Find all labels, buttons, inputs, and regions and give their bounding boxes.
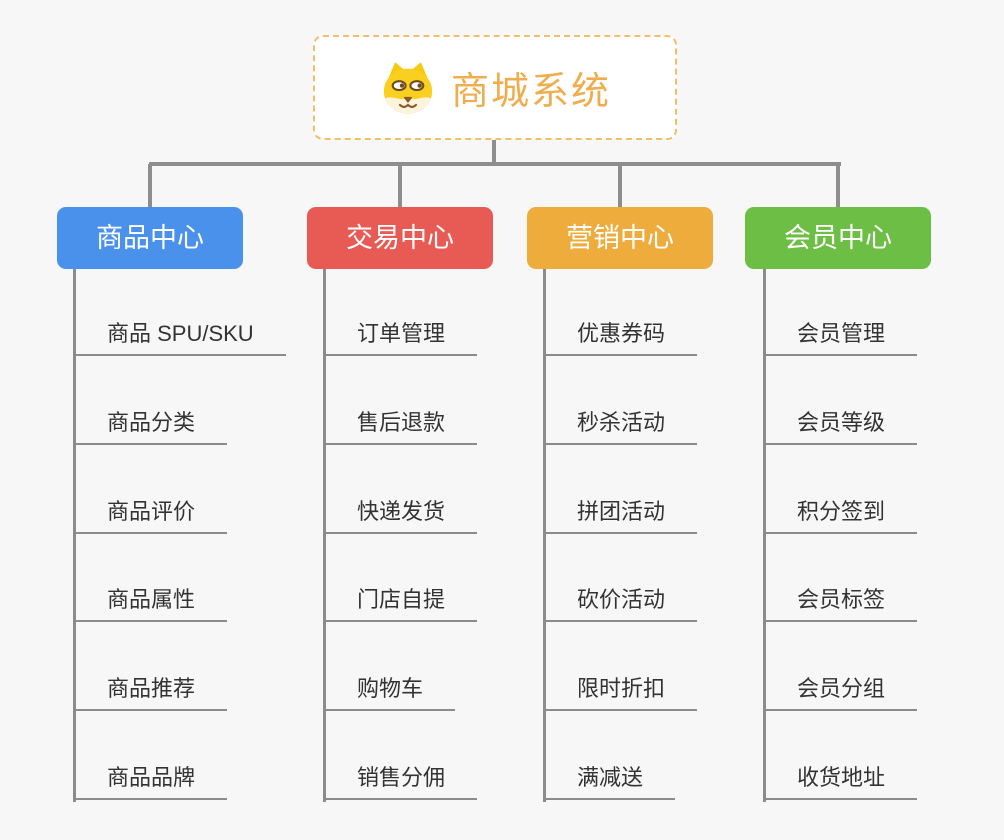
connector-drop-member xyxy=(836,164,840,207)
topic-item[interactable]: 砍价活动 xyxy=(543,580,698,622)
topic-item[interactable]: 优惠券码 xyxy=(543,314,698,356)
connector-drop-product xyxy=(148,164,152,207)
topic-item[interactable]: 订单管理 xyxy=(323,314,478,356)
topic-item[interactable]: 购物车 xyxy=(323,669,456,711)
connector-drop-marketing xyxy=(618,164,622,207)
topic-item[interactable]: 快递发货 xyxy=(323,492,478,534)
topic-item[interactable]: 商品属性 xyxy=(73,580,228,622)
topic-item[interactable]: 满减送 xyxy=(543,758,676,800)
topic-item[interactable]: 会员分组 xyxy=(763,669,918,711)
topic-item[interactable]: 拼团活动 xyxy=(543,492,698,534)
branch-node-marketing-center[interactable]: 营销中心 xyxy=(527,207,713,269)
connector-drop-trade xyxy=(398,164,402,207)
topic-item[interactable]: 限时折扣 xyxy=(543,669,698,711)
branch-spine-marketing xyxy=(543,269,546,802)
connector-horizontal-rail xyxy=(149,162,841,166)
branch-node-member-center[interactable]: 会员中心 xyxy=(745,207,931,269)
topic-item[interactable]: 商品评价 xyxy=(73,492,228,534)
topic-item[interactable]: 积分签到 xyxy=(763,492,918,534)
branch-spine-trade xyxy=(323,269,326,802)
topic-item[interactable]: 商品 SPU/SKU xyxy=(73,314,286,356)
branch-spine-member xyxy=(763,269,766,802)
dog-face-icon xyxy=(383,61,433,114)
root-topic-node[interactable]: 商城系统 xyxy=(313,35,677,140)
topic-item[interactable]: 销售分佣 xyxy=(323,758,478,800)
topic-item[interactable]: 商品推荐 xyxy=(73,669,228,711)
topic-item[interactable]: 收货地址 xyxy=(763,758,918,800)
topic-item[interactable]: 会员等级 xyxy=(763,403,918,445)
topic-item[interactable]: 商品分类 xyxy=(73,403,228,445)
root-topic-label: 商城系统 xyxy=(450,71,611,113)
branch-node-product-center[interactable]: 商品中心 xyxy=(57,207,243,269)
topic-item[interactable]: 秒杀活动 xyxy=(543,403,698,445)
topic-item[interactable]: 商品品牌 xyxy=(73,758,228,800)
connector-root-stub xyxy=(492,140,496,164)
branch-spine-product xyxy=(73,269,76,802)
topic-item[interactable]: 门店自提 xyxy=(323,580,478,622)
topic-item[interactable]: 售后退款 xyxy=(323,403,478,445)
topic-item[interactable]: 会员管理 xyxy=(763,314,918,356)
topic-item[interactable]: 会员标签 xyxy=(763,580,918,622)
branch-node-trade-center[interactable]: 交易中心 xyxy=(307,207,493,269)
